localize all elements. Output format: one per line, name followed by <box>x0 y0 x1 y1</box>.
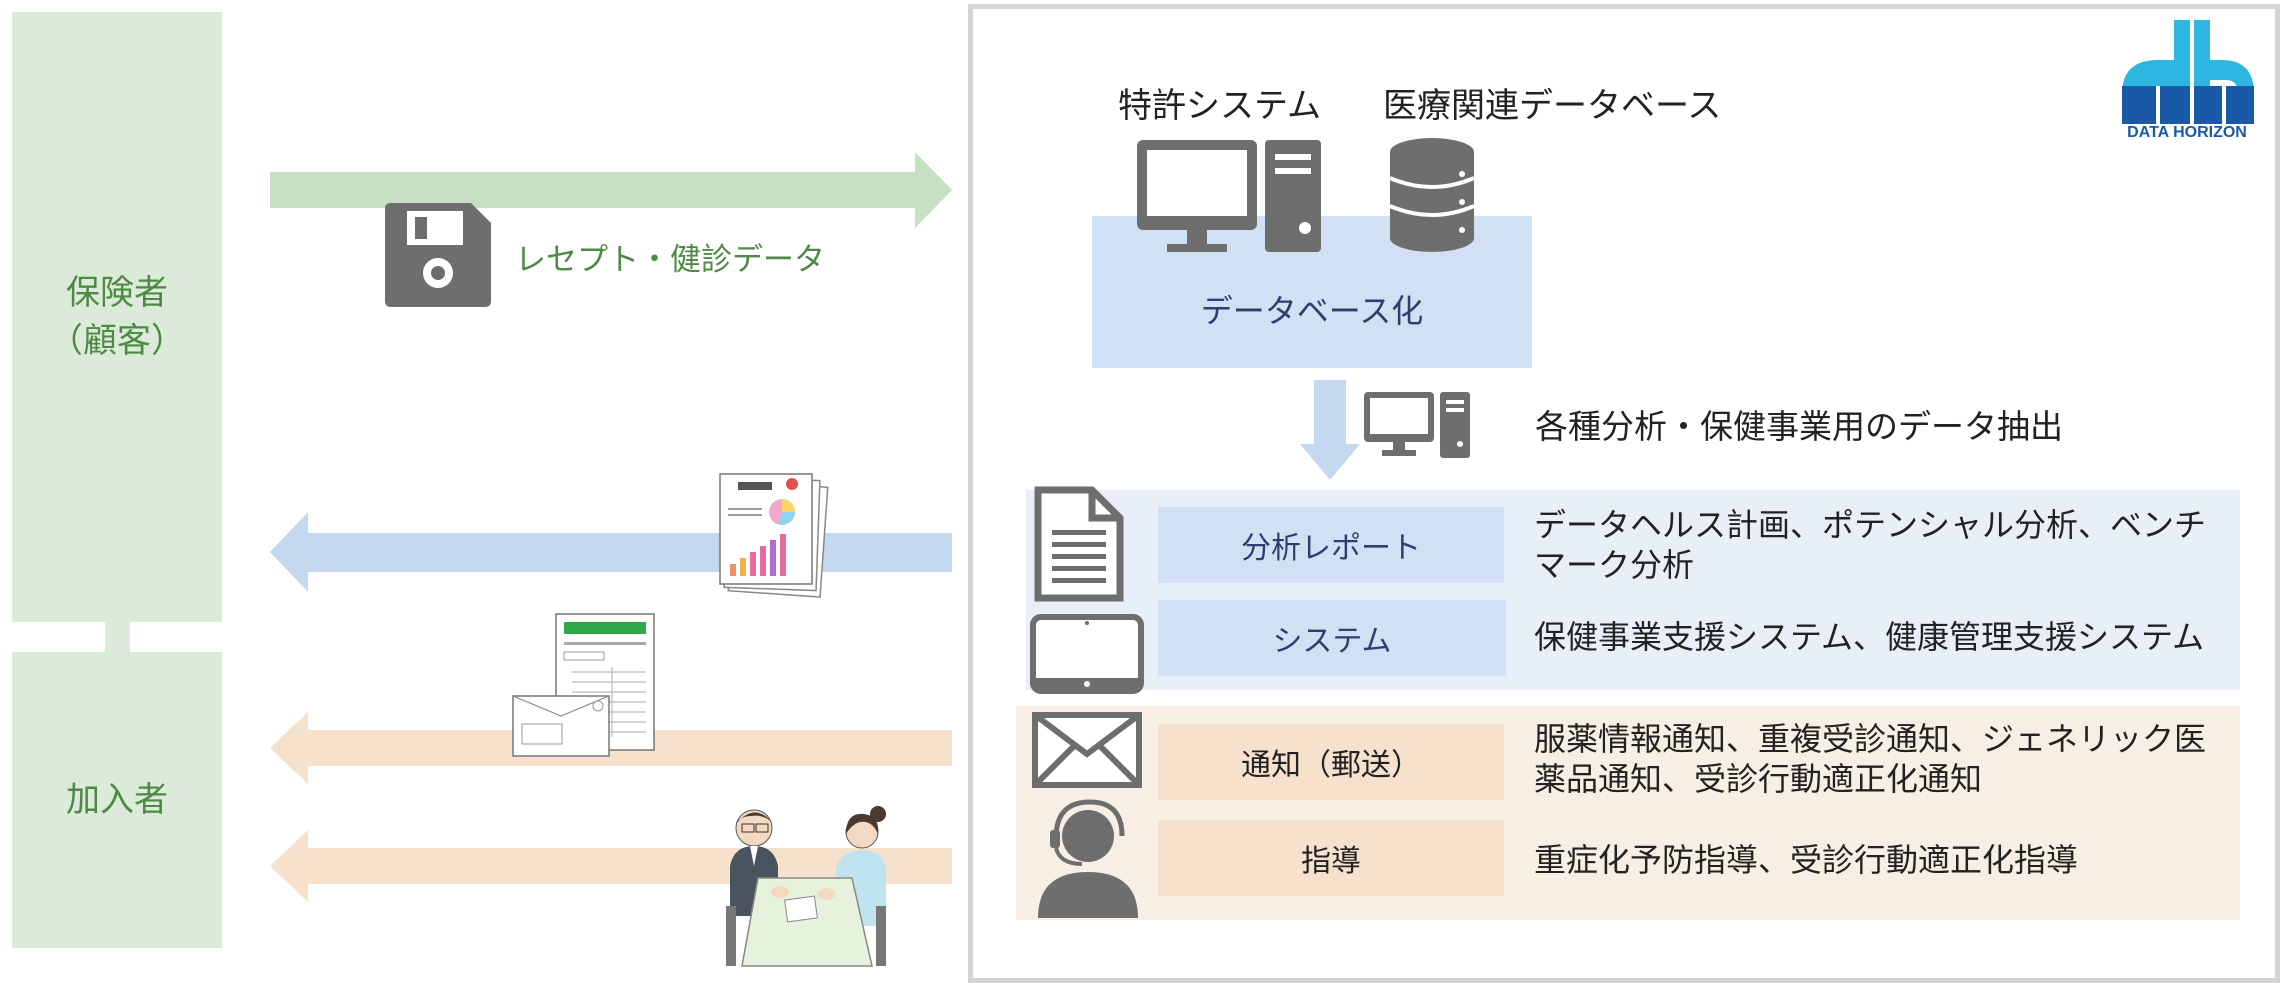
output-desc-guidance: 重症化予防指導、受診行動適正化指導 <box>1534 841 2079 879</box>
headset-person-icon <box>1038 799 1138 918</box>
output-label-notice: 通知（郵送） <box>1158 724 1504 800</box>
patent-system-label: 特許システム <box>1118 86 1321 126</box>
desktop-computer-icon <box>1137 140 1321 252</box>
small-computer-icon <box>1364 392 1470 458</box>
tablet-icon <box>1030 614 1144 694</box>
output-label-system: システム <box>1158 600 1506 676</box>
member-box: 加入者 <box>12 652 222 948</box>
data-horizon-logo <box>2122 20 2254 124</box>
envelope-icon <box>1032 712 1142 788</box>
insurer-box: 保険者 （顧客） <box>12 12 222 622</box>
output-label-guidance: 指導 <box>1158 820 1504 896</box>
down-arrow <box>1300 380 1360 480</box>
letter-envelope-icon <box>512 613 655 757</box>
floppy-disk-icon <box>385 203 491 307</box>
report-return-arrow <box>270 512 952 592</box>
output-desc-report: データヘルス計画、ポテンシャル分析、ベンチマーク分析 <box>1534 506 2207 584</box>
database-icon <box>1389 138 1475 252</box>
incoming-data-label: レセプト・健診データ <box>515 242 825 278</box>
incoming-data-arrow <box>270 152 952 228</box>
output-desc-system: 保健事業支援システム、健康管理支援システム <box>1534 618 2205 656</box>
report-paper-icon <box>719 473 829 598</box>
databasing-label: データベース化 <box>1200 292 1424 330</box>
output-label-report: 分析レポート <box>1158 507 1504 583</box>
actor-connector <box>105 620 130 656</box>
member-label: 加入者 <box>66 780 168 820</box>
insurer-sublabel: （顧客） <box>49 321 185 361</box>
medical-database-label: 医療関連データベース <box>1383 86 1722 126</box>
consultation-people-icon <box>726 806 886 967</box>
output-desc-notice: 服薬情報通知、重複受診通知、ジェネリック医薬品通知、受診行動適正化通知 <box>1534 720 2207 798</box>
logo-text: DATA HORIZON <box>2127 124 2247 141</box>
insurer-label: 保険者 <box>66 273 168 313</box>
extraction-label: 各種分析・保健事業用のデータ抽出 <box>1535 407 2063 446</box>
document-icon <box>1034 486 1124 602</box>
